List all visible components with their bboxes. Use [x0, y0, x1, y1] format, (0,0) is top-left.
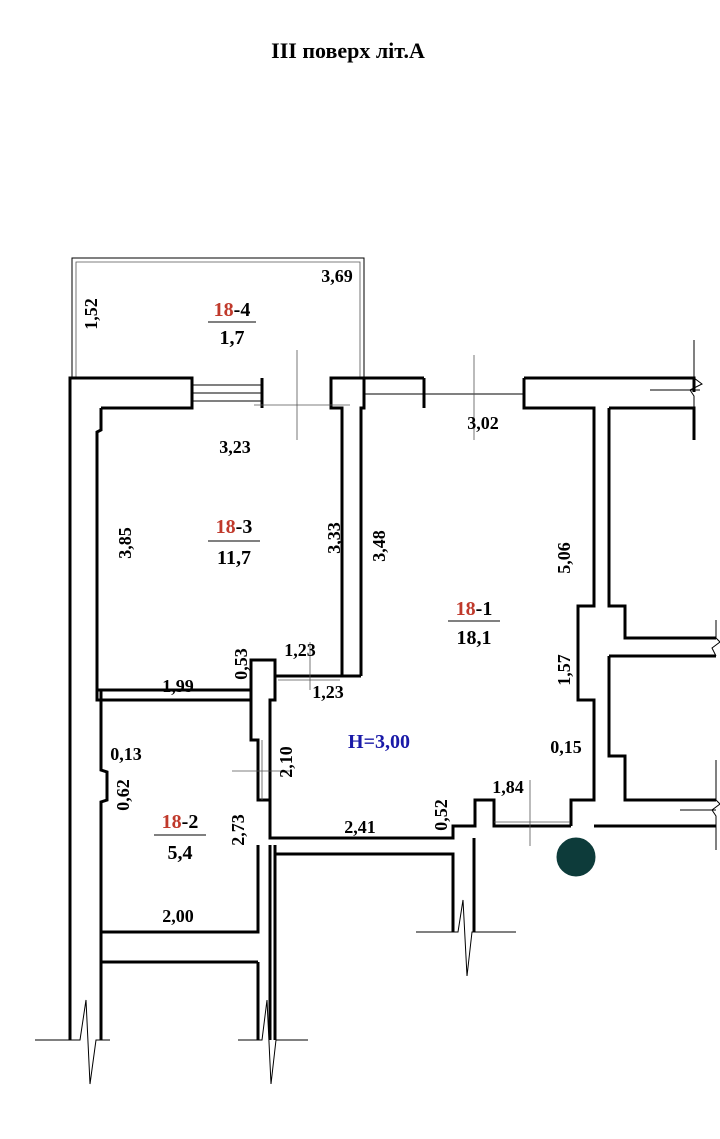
dim-lower-step: 0,52	[431, 799, 451, 831]
break-marks	[35, 340, 720, 1085]
dim-room-18-2-height: 2,73	[228, 814, 248, 846]
svg-text:18-1: 18-1	[456, 598, 493, 620]
svg-text:18-4: 18-4	[214, 299, 251, 321]
dim-room-18-3-height: 3,85	[115, 527, 135, 559]
dim-door-width: 2,10	[276, 746, 296, 778]
inner-left-wall	[95, 376, 366, 702]
room-prefix: 18	[214, 299, 234, 321]
dim-room-18-2-width: 2,00	[162, 906, 194, 926]
dim-room-18-3-inner-height: 3,33	[324, 522, 344, 554]
dim-right-niche: 1,84	[492, 777, 524, 797]
dim-room-18-2-offset: 0,13	[110, 744, 142, 764]
dim-room-18-1-right-height: 5,06	[554, 542, 574, 574]
window-room-18-3	[192, 378, 264, 408]
room-suffix: -4	[234, 299, 251, 321]
room-area: 5,4	[168, 842, 193, 864]
right-neighbor-walls	[594, 406, 716, 828]
room-suffix: -3	[236, 516, 253, 538]
floor-title: III поверх літ.А	[271, 38, 425, 63]
dim-room-18-2-recess: 0,62	[113, 779, 133, 811]
corridor-walls	[256, 838, 476, 1040]
room-label-18-3: 18-3 11,7	[208, 516, 260, 569]
dim-balcony-width: 3,69	[321, 266, 353, 286]
room-prefix: 18	[216, 516, 236, 538]
svg-text:18-3: 18-3	[216, 516, 253, 538]
dim-room-18-3-width: 3,23	[219, 437, 251, 457]
room-suffix: -1	[476, 598, 493, 620]
dimension-guides	[232, 350, 570, 846]
room-18-1-lower-wall	[268, 674, 571, 840]
svg-text:18-2: 18-2	[162, 811, 199, 833]
dim-room-18-3-bottom: 1,99	[162, 676, 194, 696]
room-label-18-4: 18-4 1,7	[208, 299, 256, 349]
room-area: 18,1	[457, 627, 492, 649]
dim-balcony-depth: 1,52	[81, 298, 101, 330]
room-18-2-walls	[97, 688, 270, 1040]
dim-right-offset: 0,15	[550, 737, 582, 757]
balcony-outline	[71, 257, 365, 378]
room-prefix: 18	[162, 811, 182, 833]
outer-left-wall	[68, 376, 194, 1040]
room-suffix: -2	[182, 811, 199, 833]
dim-room-18-1-bottom: 2,41	[344, 817, 376, 837]
room-area: 1,7	[220, 327, 245, 349]
dim-room-18-1-left-height: 3,48	[369, 530, 389, 562]
dim-room-18-1-width: 3,02	[467, 413, 499, 433]
room-label-18-2: 18-2 5,4	[154, 811, 206, 864]
ceiling-height-label: H=3,00	[348, 731, 410, 753]
room-label-18-1: 18-1 18,1	[448, 598, 500, 649]
dim-niche-width-a: 1,23	[284, 640, 316, 660]
riser-pipe-icon	[553, 834, 599, 880]
room-area: 11,7	[217, 547, 251, 569]
dim-niche-width-b: 1,23	[312, 682, 344, 702]
dim-niche-depth: 0,53	[231, 648, 251, 680]
balcony-inner-line	[75, 261, 361, 378]
dim-right-recess: 1,57	[554, 654, 574, 686]
room-prefix: 18	[456, 598, 476, 620]
